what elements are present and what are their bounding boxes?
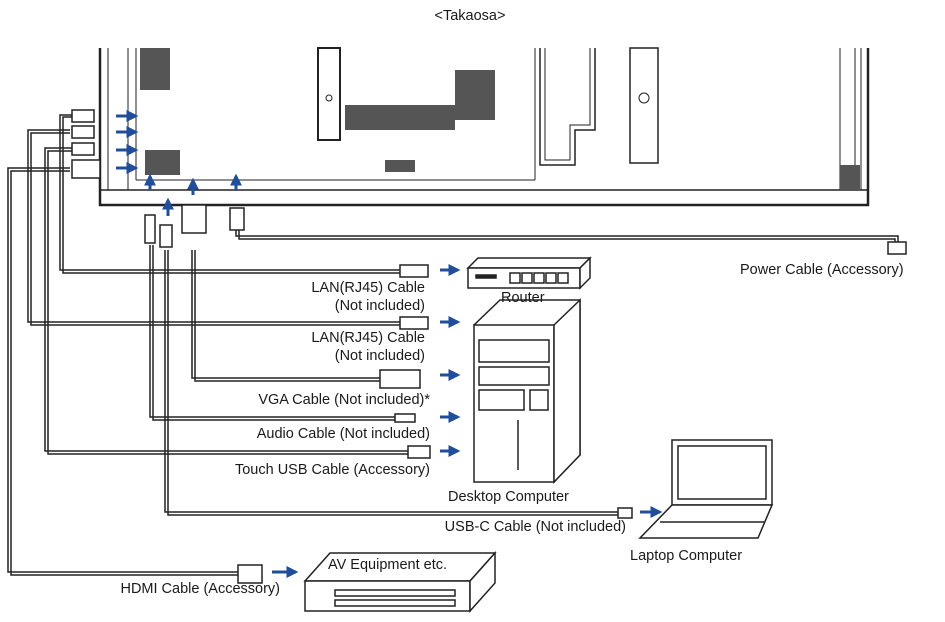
desktop-computer <box>473 298 581 484</box>
av-equipment <box>303 551 497 613</box>
lan-cable-label-1: LAN(RJ45) Cable <box>311 280 425 296</box>
vent-grilles <box>140 48 860 190</box>
cable-plugs <box>71 109 907 584</box>
lan-cable-note-1: (Not included) <box>334 298 425 314</box>
router-device <box>466 256 592 290</box>
vga-cable-label: VGA Cable (Not included)* <box>258 392 430 408</box>
desktop-computer-label: Desktop Computer <box>448 489 569 505</box>
display-back-panel <box>98 47 870 207</box>
usbc-cable-label: USB-C Cable (Not included) <box>444 519 626 535</box>
audio-cable-label: Audio Cable (Not included) <box>256 426 430 442</box>
lan-cable-note-2: (Not included) <box>334 348 425 364</box>
av-equipment-label: AV Equipment etc. <box>328 557 448 573</box>
connection-arrows <box>116 110 663 578</box>
diagram-title: <Takaosa> <box>434 8 506 24</box>
power-cable-label: Power Cable (Accessory) <box>740 262 904 278</box>
laptop-computer-label: Laptop Computer <box>630 548 743 564</box>
touch-usb-cable-label: Touch USB Cable (Accessory) <box>234 462 430 478</box>
router-label: Router <box>501 290 545 306</box>
lan-cable-label-2: LAN(RJ45) Cable <box>311 330 425 346</box>
laptop-computer <box>638 439 774 539</box>
hdmi-cable-label: HDMI Cable (Accessory) <box>120 581 280 597</box>
